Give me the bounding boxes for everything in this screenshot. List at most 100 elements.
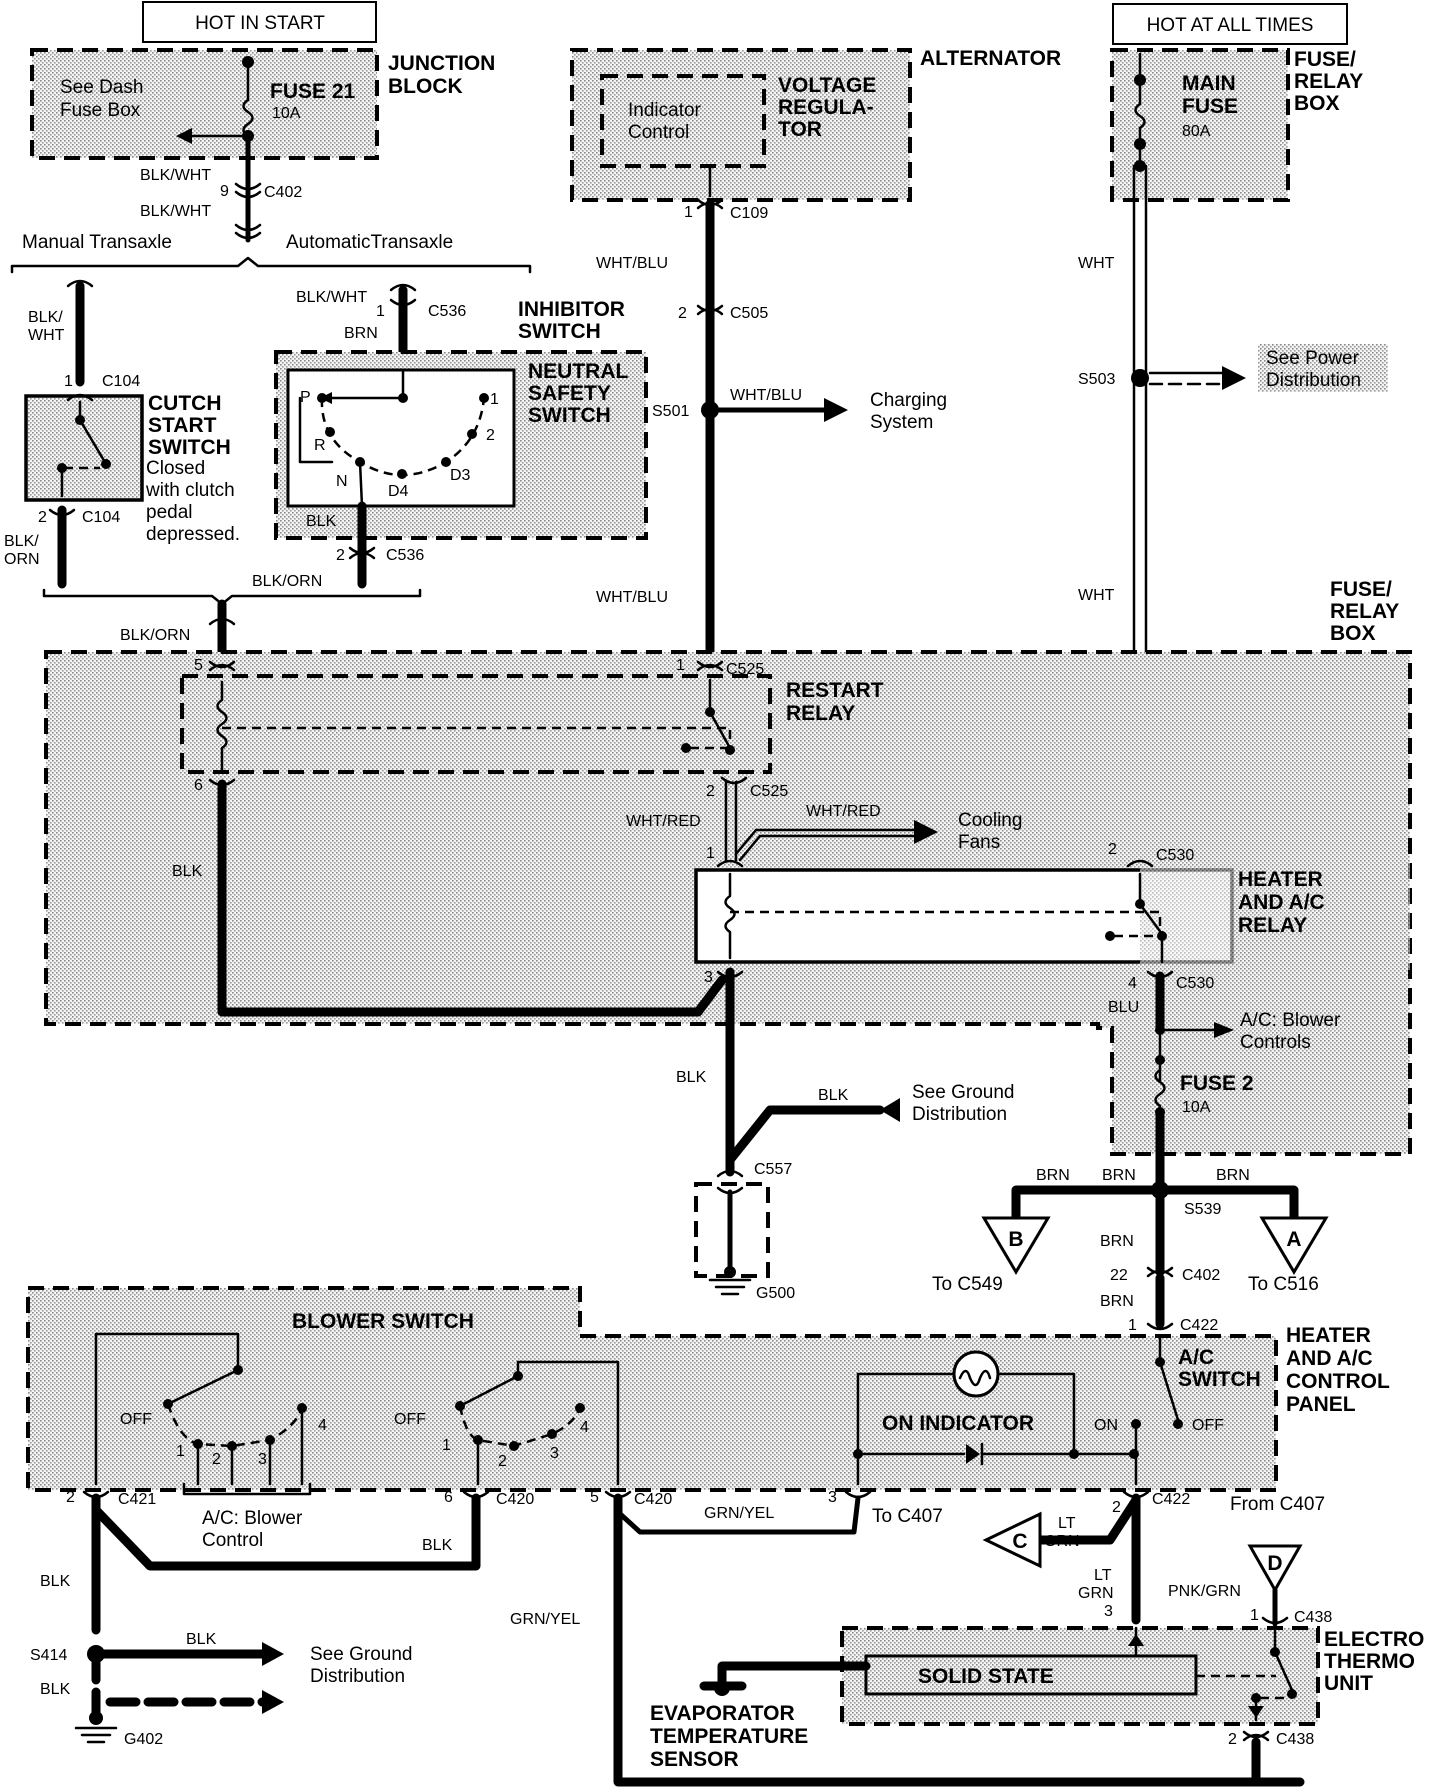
see-dash-fuse-box-1: See Dash [60, 77, 143, 98]
from-c407: From C407 [1230, 1494, 1325, 1515]
control-panel-label-2: AND A/C [1286, 1347, 1373, 1370]
pin-2-c505: 2 [678, 305, 687, 322]
wire-label-grn-yel-1: GRN/YEL [704, 1505, 774, 1522]
pin-3-heater-relay: 3 [704, 969, 713, 986]
wire-label-blk-orn-3: BLK/ORN [252, 573, 322, 590]
blower-pos-3a: 3 [258, 1451, 267, 1468]
electro-thermo-unit: SOLID STATE [840, 1626, 1320, 1726]
connector-c422-top: C422 [1180, 1317, 1218, 1334]
manual-transaxle-label: Manual Transaxle [22, 232, 172, 253]
gear-1: 1 [490, 391, 499, 408]
blower-switch-deck-1: OFF 1 2 3 4 [94, 1332, 327, 1486]
voltage-regulator-label-2: REGULA- [778, 96, 874, 119]
blower-switch-deck-2: OFF 1 2 3 4 [394, 1360, 620, 1486]
gear-p: P [300, 389, 311, 406]
connector-c422-bottom: C422 [1152, 1491, 1190, 1508]
pin-2-c104: 2 [38, 509, 47, 526]
pin-9: 9 [220, 183, 229, 200]
svg-text:C: C [1012, 1530, 1027, 1553]
ac-switch-label-1: A/C [1178, 1346, 1214, 1369]
restart-relay [180, 674, 898, 774]
neutral-safety-label-1: NEUTRAL [528, 360, 628, 383]
to-c549: To C549 [932, 1274, 1003, 1295]
indicator-control-1: Indicator [628, 100, 702, 121]
connector-c104-top: C104 [102, 373, 140, 390]
wire-grn-yel-sensor [613, 1493, 1305, 1787]
wire-label-blk-4: BLK [818, 1087, 849, 1104]
wire-label-brn-1: BRN [344, 325, 378, 342]
pin-1-c104: 1 [64, 373, 73, 390]
fuse-relay-box-label-3: BOX [1330, 622, 1376, 645]
transaxle-merge-bracket [42, 588, 422, 606]
wire-label-wht-blu-3: WHT/BLU [596, 589, 668, 606]
wire-label-blk-orn-2: ORN [4, 551, 40, 568]
pin-2-c536: 2 [336, 547, 345, 564]
clutch-switch-label-1: CUTCH [148, 392, 222, 415]
wire-label-blk-wht-4: WHT [28, 327, 65, 344]
blower-pos-4a: 4 [318, 1417, 327, 1434]
wire-label-brn-5: BRN [1100, 1233, 1134, 1250]
ac-blower-controls-2: Controls [1240, 1032, 1311, 1053]
pin-3-to-c407: 3 [828, 1489, 837, 1506]
alternator-label: ALTERNATOR [920, 47, 1061, 70]
wire-label-wht-red-1: WHT/RED [626, 813, 701, 830]
connector-c438-top: C438 [1294, 1609, 1332, 1626]
wire-label-blk-1: BLK [306, 513, 337, 530]
svg-text:D: D [1267, 1552, 1282, 1575]
gear-d4: D4 [388, 483, 409, 500]
hot-in-start-box: HOT IN START [142, 1, 377, 43]
restart-relay-label-1: RESTART [786, 679, 884, 702]
fuse2-label: FUSE 2 [1180, 1072, 1254, 1095]
connector-c420-a: C420 [496, 1491, 534, 1508]
gear-r: R [314, 437, 326, 454]
ac-switch-off: OFF [1192, 1417, 1224, 1434]
wire-label-brn-2: BRN [1036, 1167, 1070, 1184]
neutral-safety-label-2: SAFETY [528, 382, 611, 405]
ac-switch-on: ON [1094, 1417, 1118, 1434]
connector-c536-bottom: C536 [386, 547, 424, 564]
wire-wht-red [724, 780, 738, 862]
svg-text:B: B [1008, 1228, 1023, 1251]
connector-c402-symbol [234, 182, 262, 199]
ac-switch-label-2: SWITCH [1178, 1368, 1261, 1391]
neutral-safety-label-3: SWITCH [528, 404, 611, 427]
heater-ac-relay [694, 860, 1410, 970]
wire-label-blk-wht-2: BLK/WHT [140, 203, 211, 220]
pin-5-c420: 5 [590, 1489, 599, 1506]
control-panel-label-4: PANEL [1286, 1393, 1356, 1416]
fuse-relay-box-label-1: FUSE/ [1330, 578, 1392, 601]
wire-label-wht-2: WHT [1078, 587, 1115, 604]
blower-pos-1b: 1 [442, 1437, 451, 1454]
connector-c402-bottom: C402 [1182, 1267, 1220, 1284]
control-panel-label-3: CONTROL [1286, 1370, 1390, 1393]
wire-label-blk-5: BLK [422, 1537, 453, 1554]
gear-n: N [336, 473, 348, 490]
evap-sensor-label-3: SENSOR [650, 1748, 739, 1771]
splice-s501: S501 [652, 403, 689, 420]
inhibitor-label-1: INHIBITOR [518, 298, 625, 321]
ground-g500 [694, 1182, 770, 1296]
pin-2-c525: 2 [706, 783, 715, 800]
cooling-fans-2: Fans [958, 832, 1000, 853]
wire-label-grn-yel-2: GRN/YEL [510, 1611, 580, 1628]
wire-label-blk-2: BLK [172, 863, 203, 880]
splice-s414: S414 [30, 1647, 67, 1664]
ac-blower-control-1: A/C: Blower [202, 1508, 303, 1529]
hot-at-all-times-box: HOT AT ALL TIMES [1112, 3, 1348, 45]
pin-1-c438: 1 [1250, 1607, 1259, 1624]
charging-system-1: Charging [870, 390, 947, 411]
voltage-regulator-label-3: TOR [778, 118, 822, 141]
connector-c438-bottom: C438 [1276, 1731, 1314, 1748]
blower-pos-3b: 3 [550, 1445, 559, 1462]
junction-block-label-2: BLOCK [388, 75, 463, 98]
indicator-control-2: Control [628, 122, 689, 143]
connector-c104-bottom: C104 [82, 509, 120, 526]
connector-c557: C557 [754, 1161, 792, 1178]
pin-2-c421: 2 [66, 1489, 75, 1506]
fuse2-rating: 10A [1182, 1099, 1211, 1116]
ground-g500-label: G500 [756, 1285, 795, 1302]
junction-block-label-1: JUNCTION [388, 52, 495, 75]
electro-thermo-label-3: UNIT [1324, 1672, 1373, 1695]
junction-block: JUNCTION BLOCK See Dash Fuse Box FUSE 21… [30, 48, 495, 160]
